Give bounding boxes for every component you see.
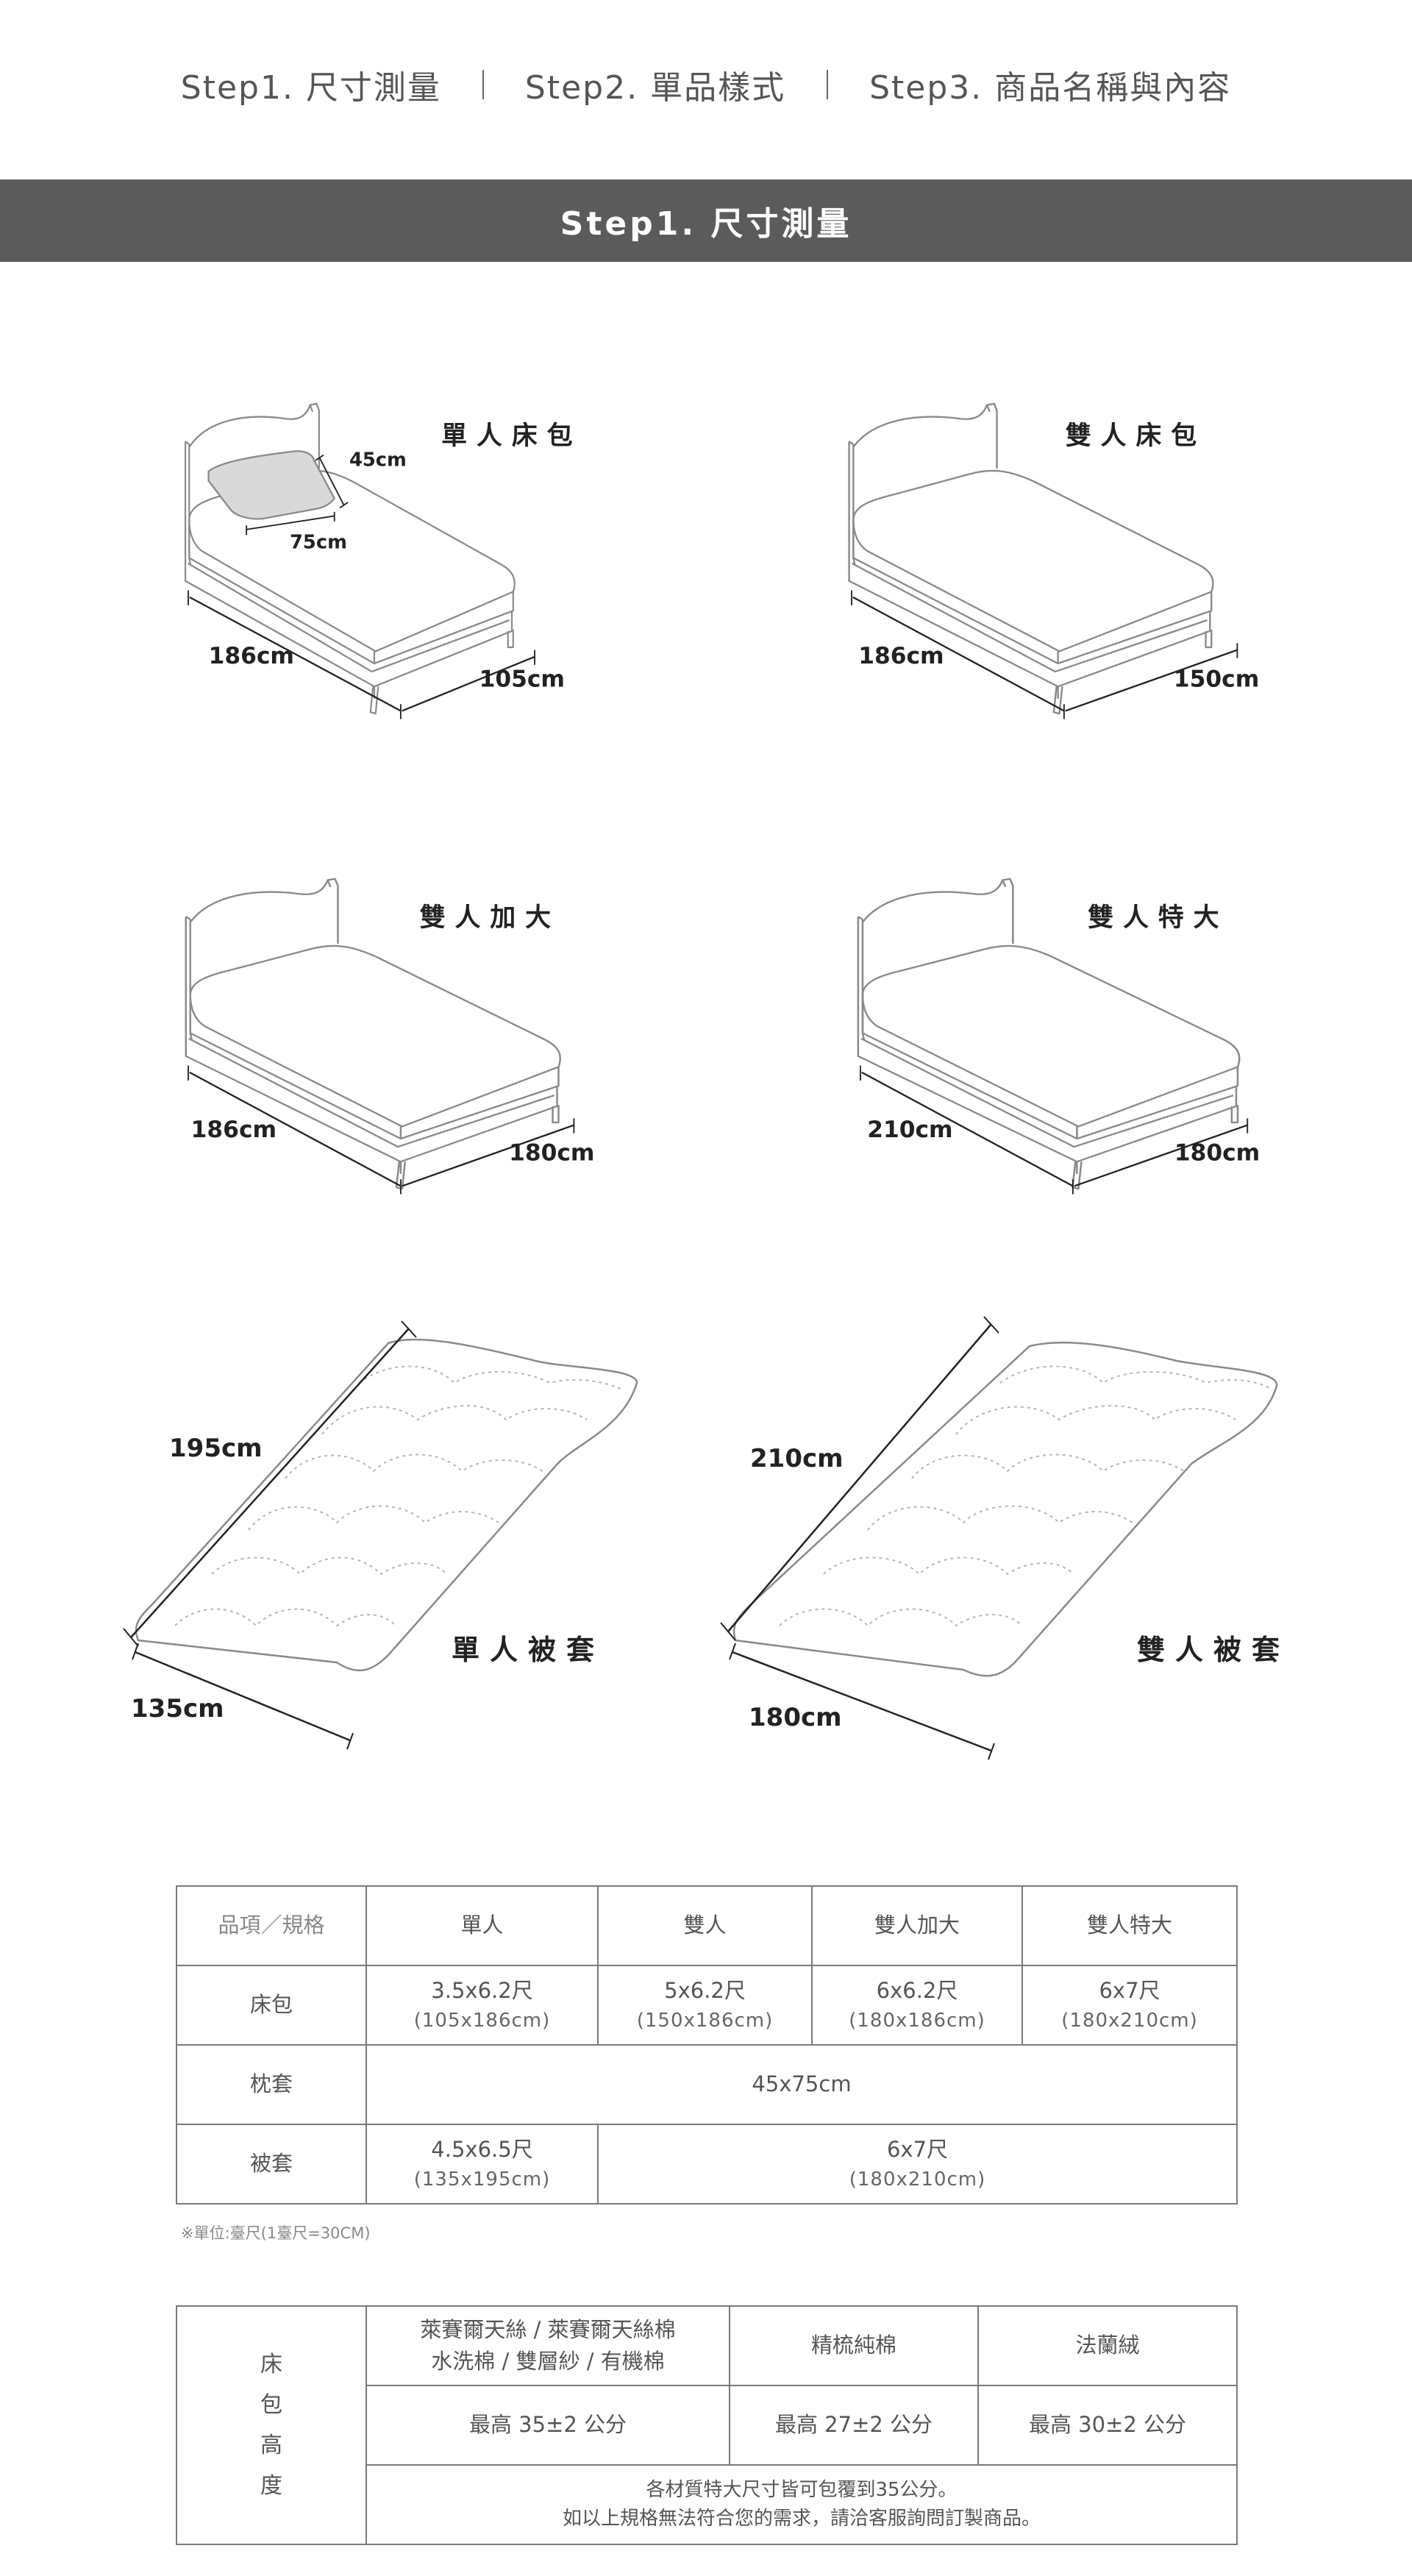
material-cell: 萊賽爾天絲 / 萊賽爾天絲棉水洗棉 / 雙層紗 / 有機棉 [366,2305,730,2386]
row-label: 枕套 [176,2044,367,2125]
double-bed-illustration: 186cm 150cm 雙人床包 [848,402,1259,719]
queen-bed-illustration: 186cm 180cm 雙人加大 [185,878,594,1195]
note-row: 各材質特大尺寸皆可包覆到35公分。 如以上規格無法符合您的需求，請洽客服詢問訂製… [176,2464,1238,2545]
height-cell: 最高 27±2 公分 [729,2385,979,2466]
king-bed-length: 210cm [867,1117,952,1143]
double-bed-length: 186cm [858,643,944,669]
single-quilt-length: 195cm [169,1434,263,1463]
header-cell: 雙人特大 [1021,1885,1238,1966]
row-label: 床包 [176,1965,367,2046]
single-bed-illustration: 45cm 75cm 186cm 105cm 單人床包 [184,402,582,719]
single-bed-title: 單人床包 [441,421,582,451]
table-cell: 45x75cm [366,2044,1238,2125]
table-cell: 4.5x6.5尺(135x195cm) [366,2124,599,2205]
table-row-quilt: 被套 4.5x6.5尺(135x195cm) 6x7尺(180x210cm) [176,2124,1238,2205]
table-row-pillow: 枕套 45x75cm [176,2044,1238,2125]
nav-step1[interactable]: Step1. 尺寸測量 [180,69,441,107]
height-cell: 最高 35±2 公分 [366,2385,730,2466]
single-pillow-width: 75cm [290,532,347,554]
section-title-bar: Step1. 尺寸測量 [0,179,1412,262]
header-cell: 單人 [366,1885,599,1966]
height-row: 最高 35±2 公分 最高 27±2 公分 最高 30±2 公分 [176,2385,1238,2466]
unit-note: ※單位:臺尺(1臺尺=30CM) [181,2224,371,2242]
queen-bed-length: 186cm [191,1117,277,1143]
steps-nav: Step1. 尺寸測量 Step2. 單品樣式 Step3. 商品名稱與內容 [0,59,1412,110]
single-bed-width: 105cm [479,666,565,692]
nav-step2[interactable]: Step2. 單品樣式 [524,69,786,107]
double-quilt-title: 雙人被套 [1137,1634,1290,1666]
single-bed-length: 186cm [209,643,294,669]
table-cell: 5x6.2尺(150x186cm) [597,1965,813,2046]
material-cell: 法蘭絨 [977,2305,1238,2386]
single-quilt-width: 135cm [131,1694,224,1723]
section-title: Step1. 尺寸測量 [560,205,852,243]
king-bed-illustration: 210cm 180cm 雙人特大 [857,878,1260,1195]
nav-step3[interactable]: Step3. 商品名稱與內容 [869,69,1232,107]
double-quilt-length: 210cm [750,1444,844,1473]
height-cell: 最高 30±2 公分 [977,2385,1238,2466]
header-cell: 雙人 [597,1885,813,1966]
bed-height-table: 床 包 高 度 萊賽爾天絲 / 萊賽爾天絲棉水洗棉 / 雙層紗 / 有機棉 精梳… [176,2305,1238,2545]
table-header-row: 品項／規格 單人 雙人 雙人加大 雙人特大 [176,1885,1238,1966]
double-quilt-width: 180cm [749,1703,842,1732]
single-quilt-illustration: 195cm 135cm 單人被套 [123,1320,638,1750]
size-spec-table: 品項／規格 單人 雙人 雙人加大 雙人特大 床包 3.5x6.2尺(105x18… [176,1885,1238,2205]
material-row: 床 包 高 度 萊賽爾天絲 / 萊賽爾天絲棉水洗棉 / 雙層紗 / 有機棉 精梳… [176,2305,1238,2545]
table-cell: 6x7尺(180x210cm) [1021,1965,1238,2046]
note-cell: 各材質特大尺寸皆可包覆到35公分。 如以上規格無法符合您的需求，請洽客服詢問訂製… [366,2464,1238,2545]
queen-bed-title: 雙人加大 [420,903,560,933]
nav-divider [482,70,484,99]
double-bed-title: 雙人床包 [1066,421,1206,451]
table-cell: 3.5x6.2尺(105x186cm) [366,1965,599,2046]
nav-divider [827,70,829,99]
table-cell: 6x7尺(180x210cm) [597,2124,1238,2205]
material-cell: 精梳純棉 [729,2305,979,2386]
header-cell: 雙人加大 [811,1885,1023,1966]
single-pillow-height: 45cm [349,449,407,471]
double-quilt-illustration: 210cm 180cm 雙人被套 [720,1316,1290,1760]
king-bed-width: 180cm [1174,1139,1260,1166]
double-bed-width: 150cm [1174,666,1259,692]
row-label: 被套 [176,2124,367,2205]
single-quilt-title: 單人被套 [452,1634,605,1666]
queen-bed-width: 180cm [509,1139,594,1166]
king-bed-title: 雙人特大 [1088,903,1228,933]
table-row-fitted: 床包 3.5x6.2尺(105x186cm) 5x6.2尺(150x186cm)… [176,1965,1238,2046]
height-label: 床 包 高 度 [176,2305,367,2545]
table-cell: 6x6.2尺(180x186cm) [811,1965,1023,2046]
header-cell: 品項／規格 [176,1885,367,1966]
